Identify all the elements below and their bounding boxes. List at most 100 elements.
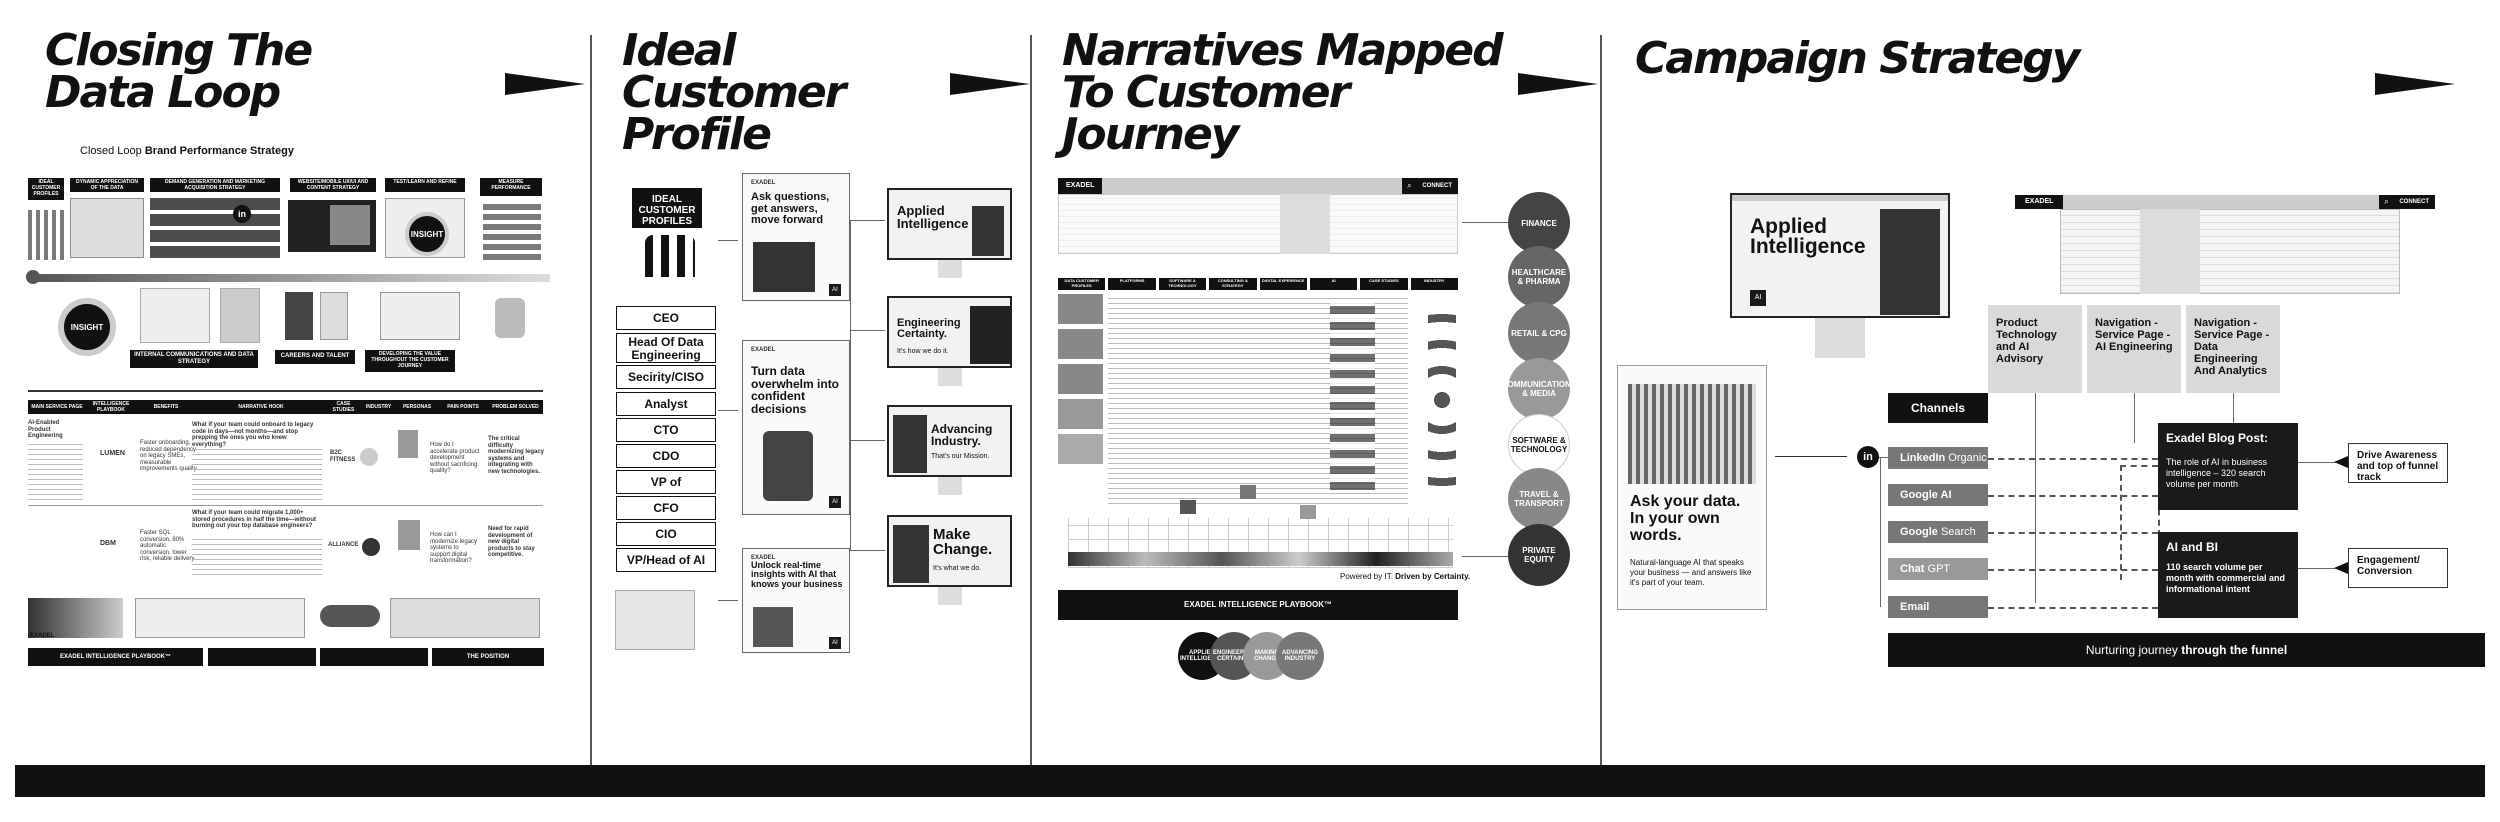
search-icon: ⌕ xyxy=(1402,178,1417,194)
icp-card-2: EXADEL Turn data overwhelm into confiden… xyxy=(742,340,850,515)
loop-thumbnail-web-screen xyxy=(330,205,370,245)
nav-logo: EXADEL xyxy=(2015,195,2064,209)
channels-spine xyxy=(1880,457,1881,607)
monitor-engineering-certainty: Engineering Certainty. It's how we do it… xyxy=(887,296,1012,368)
powered-by: Powered by IT. Driven by Certainty. xyxy=(1340,572,1471,581)
icp-connector xyxy=(718,240,738,241)
monitor-stand xyxy=(938,368,962,386)
loop-docs-5 xyxy=(380,292,460,340)
icp-header: IDEAL CUSTOMER PROFILES xyxy=(632,188,702,228)
monitor-image xyxy=(970,306,1010,364)
nav-card-ai-engineering: Navigation - Service Page - AI Engineeri… xyxy=(2087,305,2181,393)
campaign-site-nav: EXADEL ⌕ CONNECT xyxy=(2015,195,2435,209)
role-security: Secirity/CISO xyxy=(616,365,716,389)
industry-software: SOFTWARE & TECHNOLOGY xyxy=(1508,414,1570,476)
nav-card-data-engineering: Navigation - Service Page - Data Enginee… xyxy=(2186,305,2280,393)
row2-playbook: DBM xyxy=(100,540,116,547)
role-cto: CTO xyxy=(616,418,716,442)
ad-image xyxy=(1628,384,1756,484)
arrow-right-icon xyxy=(1518,73,1598,95)
row2-solved: Need for rapid development of new digita… xyxy=(488,526,535,559)
section-title-closing-loop: Closing The Data Loop xyxy=(45,25,313,118)
monitor-image xyxy=(893,525,929,583)
row1-benefit: Faster onboarding, reduced dependency on… xyxy=(140,440,198,473)
loop-thumbnail-measure xyxy=(483,200,541,260)
card-image xyxy=(753,242,815,292)
loop-label-test: TEST/LEARN AND REFINE xyxy=(385,178,465,192)
industry-communications: COMMUNICATIONS & MEDIA xyxy=(1502,358,1576,420)
industry-finance: FINANCE xyxy=(1508,192,1570,254)
row2-persona xyxy=(362,538,380,556)
role-cdo: CDO xyxy=(616,444,716,468)
divider-3 xyxy=(1600,35,1602,765)
card-brand: EXADEL xyxy=(751,555,776,561)
loop-dot xyxy=(26,270,40,284)
heat-cell xyxy=(1300,505,1316,519)
nav-connect: CONNECT xyxy=(2393,195,2435,209)
pillar-advancing-industry: ADVANCING INDUSTRY xyxy=(1276,632,1324,680)
blog-to-awareness xyxy=(2298,462,2340,463)
card-headline: Ask questions, get answers, move forward xyxy=(751,191,830,227)
monitor-person xyxy=(972,206,1004,256)
monitor-make-change: Make Change. It's what we do. xyxy=(887,515,1012,587)
loop-table-header: MAIN SERVICE PAGE INTELLIGENCE PLAYBOOK … xyxy=(28,400,543,414)
icp-connector xyxy=(718,600,738,601)
industry-retail: RETAIL & CPG xyxy=(1508,302,1570,364)
ai-logo-icon: AI xyxy=(829,637,841,649)
card-headline: Turn data overwhelm into confident decis… xyxy=(751,364,840,416)
loop-bottom-thumb-3 xyxy=(320,605,380,627)
loop-person xyxy=(495,298,525,338)
campaign-mega-menu xyxy=(2060,209,2400,294)
connector-dashed xyxy=(1988,607,2158,609)
connector-dashed xyxy=(2120,465,2158,467)
role-cfo: CFO xyxy=(616,496,716,520)
card-brand: EXADEL xyxy=(751,347,776,353)
industry-healthcare: HEALTHCARE & PHARMA xyxy=(1508,246,1570,308)
row2-hook: What if your team could migrate 1,000+ s… xyxy=(192,510,317,530)
role-head-data-eng: Head Of Data Engineering xyxy=(616,333,716,363)
role-analyst: Analyst xyxy=(616,392,716,416)
loop-label-appreciation: DYNAMIC APPRECIATION OF THE DATA xyxy=(70,178,144,192)
loop-footer-right: THE POSITION xyxy=(432,648,544,666)
narratives-playbook-bar: EXADEL INTELLIGENCE PLAYBOOK™ xyxy=(1058,590,1458,620)
blog-post-1: Exadel Blog Post: The role of AI in busi… xyxy=(2158,423,2298,510)
loop-thumbnail-grid xyxy=(150,198,280,258)
narratives-columns-header: DATA CUSTOMER PROFILES PLATFORMS SOFTWAR… xyxy=(1058,278,1458,290)
campaign-mega-menu-hl xyxy=(2140,209,2200,294)
monitor-sub: It's what we do. xyxy=(933,565,982,572)
channel-google-search: Google Search xyxy=(1888,521,1988,543)
narratives-industry-col xyxy=(1428,300,1456,500)
linkedin-to-channels xyxy=(1879,457,1888,458)
loop-label-demand: DEMAND GENERATION AND MARKETING ACQUISIT… xyxy=(150,178,280,192)
row1-hook-body xyxy=(192,445,322,500)
arrow-left-icon xyxy=(2334,456,2348,468)
loop-bottom-thumb-2 xyxy=(135,598,305,638)
nav-to-blog xyxy=(2233,393,2234,423)
monitor-headline: Make Change. xyxy=(933,526,993,558)
hero-ai-logo-icon: AI xyxy=(1750,290,1766,306)
hero-nav xyxy=(1732,195,1948,201)
loop-docs-3 xyxy=(285,292,313,340)
nav-to-blog xyxy=(2134,393,2135,443)
blog2-body: 110 search volume per month with commerc… xyxy=(2166,562,2286,594)
connector-dashed xyxy=(1988,569,2158,571)
divider-left-s3 xyxy=(590,35,592,135)
channel-chatgpt: Chat GPT xyxy=(1888,558,1988,580)
icp-connector xyxy=(718,410,738,411)
monitor-headline: Advancing Industry. xyxy=(931,422,993,448)
awareness-box: Drive Awareness and top of funnel track xyxy=(2348,443,2448,483)
ad-headline: Ask your data. In your own words. xyxy=(1630,493,1741,544)
arrow-left-icon xyxy=(2334,562,2348,574)
role-vp-eng: VP of Engineering xyxy=(616,470,716,511)
engagement-box: Engagement/ Conversion xyxy=(2348,548,2448,588)
hero-headline: Applied Intelligence xyxy=(1750,215,1866,258)
bottom-band xyxy=(15,765,2485,797)
loop-heading: Closed Loop Brand Performance Strategy xyxy=(80,145,295,157)
row2-industry: ALLIANCE xyxy=(328,542,359,548)
channels-header: Channels xyxy=(1888,393,1988,423)
loop-footer-left: EXADEL INTELLIGENCE PLAYBOOK™ xyxy=(28,648,203,666)
role-cio: CIO xyxy=(616,522,716,546)
arrow-right-icon xyxy=(505,73,585,95)
section-title-campaign: Campaign Strategy xyxy=(1635,33,2080,84)
industry-connector xyxy=(1462,222,1508,223)
